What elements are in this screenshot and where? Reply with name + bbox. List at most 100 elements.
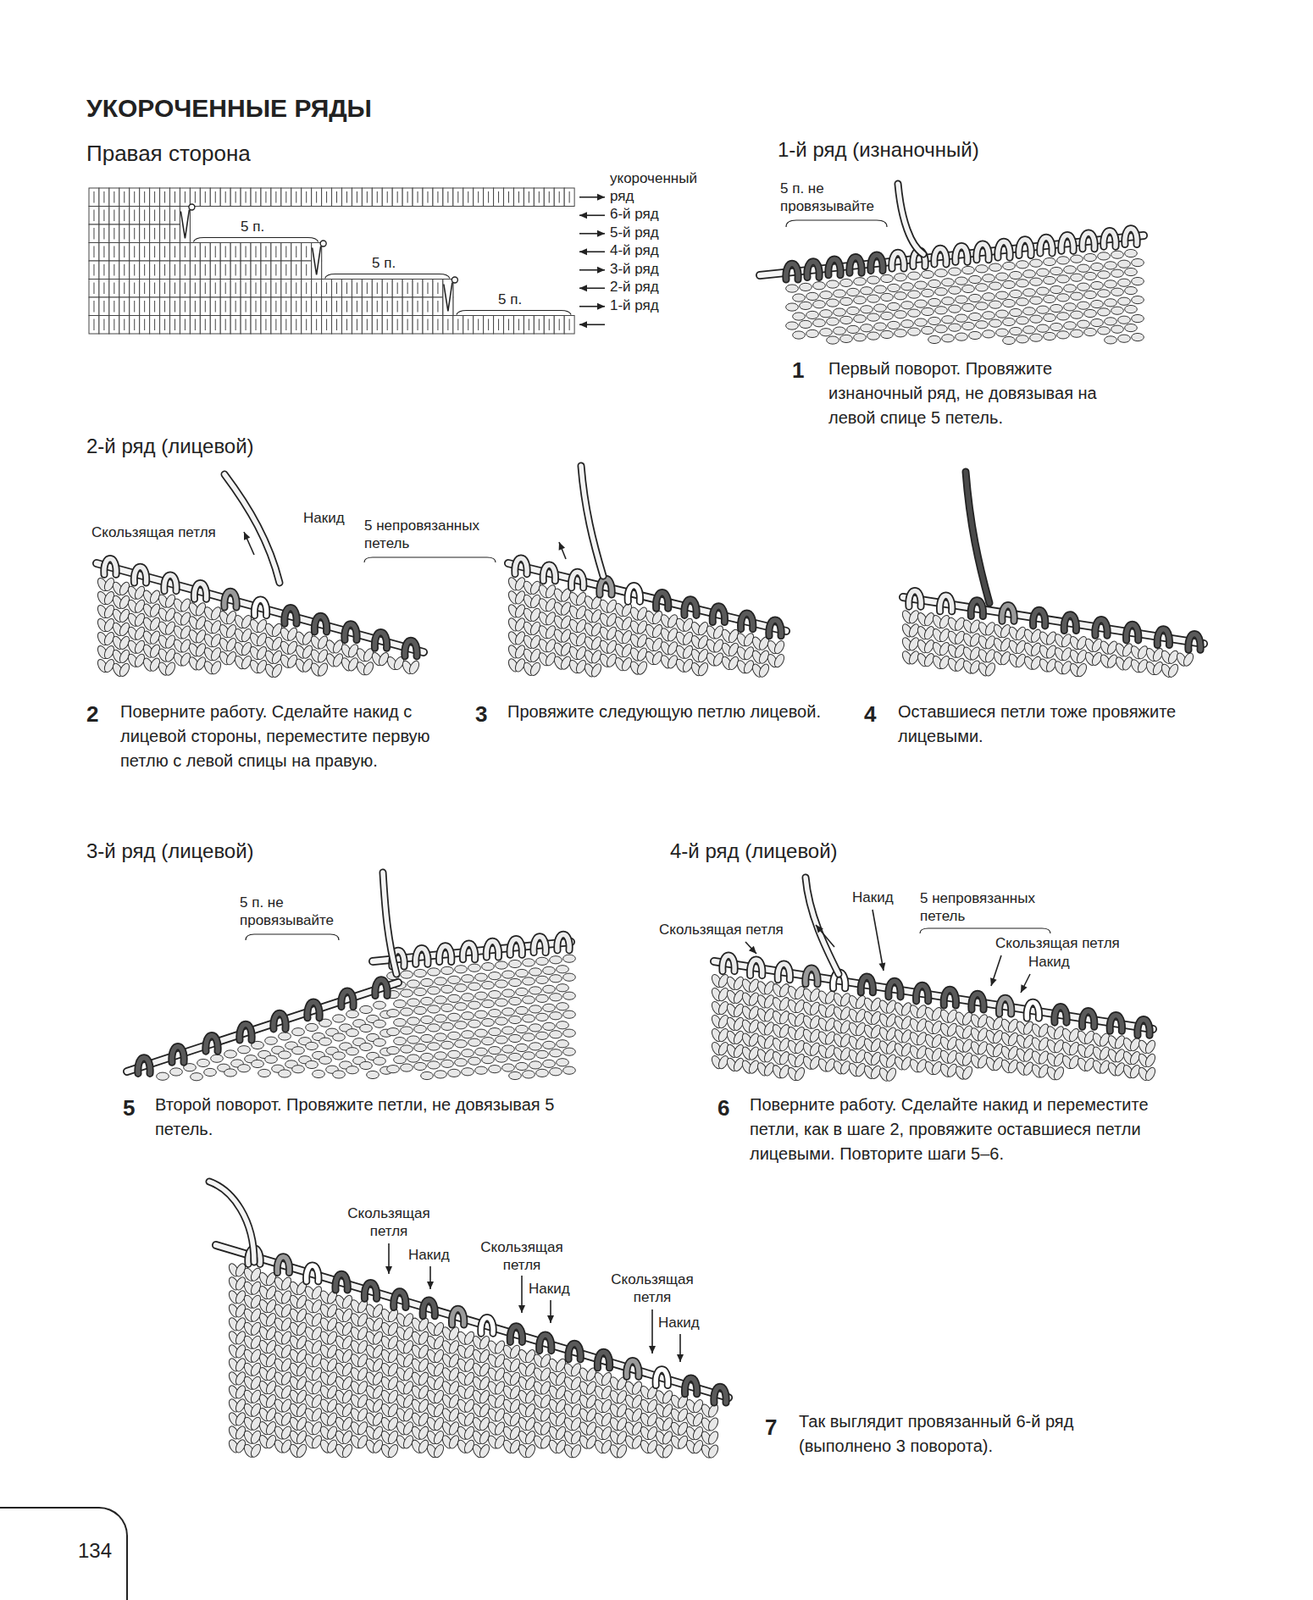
knit-symbol bbox=[235, 282, 237, 295]
knit-symbol bbox=[154, 191, 156, 204]
purl-bump bbox=[948, 304, 962, 313]
arrow-head bbox=[748, 946, 757, 954]
knit-symbol bbox=[407, 319, 409, 332]
purl-bump bbox=[1097, 308, 1111, 316]
purl-bump bbox=[366, 1070, 380, 1079]
chart-cell bbox=[139, 315, 150, 335]
chart-cell bbox=[301, 243, 312, 262]
purl-bump bbox=[502, 1063, 516, 1072]
knit-symbol bbox=[315, 282, 317, 295]
knit-symbol bbox=[123, 210, 125, 222]
knit-symbol bbox=[295, 300, 297, 313]
chart-cell bbox=[382, 297, 393, 316]
purl-bump bbox=[1057, 293, 1070, 302]
purl-bump bbox=[1063, 265, 1077, 274]
purl-bump bbox=[792, 293, 806, 302]
knit-stitch bbox=[407, 659, 422, 676]
purl-bump bbox=[1009, 308, 1023, 316]
purl-bump bbox=[874, 285, 887, 294]
chart-cell bbox=[230, 260, 241, 280]
stitch-loop bbox=[1040, 237, 1053, 254]
stitch-loop bbox=[254, 599, 266, 616]
arrow-head bbox=[1020, 984, 1028, 993]
stitch-loop bbox=[138, 1058, 150, 1075]
knit-symbol bbox=[376, 319, 378, 332]
chart-cell bbox=[382, 279, 393, 299]
purl-bump bbox=[536, 1050, 549, 1059]
knit-symbol bbox=[407, 191, 409, 204]
knit-symbol bbox=[336, 300, 338, 313]
purl-bump bbox=[867, 332, 881, 340]
chart-cell bbox=[260, 188, 272, 207]
purl-bump bbox=[969, 275, 982, 283]
stitch-loop bbox=[254, 599, 266, 616]
knit-symbol bbox=[204, 191, 206, 204]
knit-symbol bbox=[93, 282, 95, 295]
purl-bump bbox=[1118, 260, 1131, 268]
stitch-loop bbox=[860, 976, 873, 993]
purl-bump bbox=[488, 1047, 502, 1055]
knit-symbol bbox=[387, 319, 388, 332]
purl-bump bbox=[556, 965, 570, 974]
purl-bump bbox=[1023, 288, 1036, 297]
stitch-loop bbox=[284, 608, 297, 625]
knit-symbol bbox=[356, 282, 358, 295]
purl-bump bbox=[941, 297, 955, 305]
chart-cell bbox=[129, 315, 140, 335]
chart-cell bbox=[342, 297, 353, 316]
knit-symbol bbox=[103, 319, 105, 332]
knit-symbol bbox=[376, 191, 378, 204]
chart-cell bbox=[220, 260, 231, 280]
purl-bump bbox=[1030, 333, 1043, 342]
stitch-loop bbox=[344, 624, 357, 641]
knitting-needle bbox=[508, 563, 787, 632]
purl-bump bbox=[1002, 299, 1016, 307]
purl-bump bbox=[1070, 273, 1084, 282]
chart-cell bbox=[170, 315, 181, 335]
chart-cell bbox=[160, 243, 171, 262]
chart-cell bbox=[139, 279, 150, 299]
purl-bump bbox=[407, 1035, 421, 1044]
purl-bump bbox=[332, 1014, 346, 1023]
chart-cell bbox=[88, 224, 100, 244]
chart-cell bbox=[160, 260, 171, 280]
stitch-loop bbox=[415, 948, 428, 965]
knitting-needle bbox=[714, 961, 1153, 1030]
chart-cell bbox=[432, 315, 444, 335]
purl-bump bbox=[556, 1021, 570, 1030]
purl-bump bbox=[955, 277, 969, 285]
purl-bump bbox=[495, 1054, 509, 1063]
knit-symbol bbox=[315, 319, 317, 332]
stitch-loop bbox=[1137, 1019, 1150, 1036]
purl-bump bbox=[840, 278, 854, 287]
chart-cell bbox=[199, 279, 211, 299]
chart-cell bbox=[129, 243, 140, 262]
purl-bump bbox=[941, 315, 955, 324]
stitch-loop bbox=[533, 936, 546, 953]
purl-bump bbox=[894, 329, 908, 338]
purl-bump bbox=[996, 328, 1009, 337]
purl-bump bbox=[1009, 271, 1023, 279]
purl-bump bbox=[549, 1012, 563, 1020]
purl-bump bbox=[542, 1003, 556, 1012]
purl-bump bbox=[786, 303, 799, 311]
purl-bump bbox=[529, 1024, 543, 1032]
purl-bump bbox=[1131, 295, 1145, 304]
chart-cell bbox=[199, 243, 211, 262]
purl-bump bbox=[549, 993, 563, 1002]
stitch-brace bbox=[325, 274, 450, 279]
purl-bump bbox=[542, 1041, 556, 1049]
chart-cell bbox=[230, 297, 241, 316]
chart-cell bbox=[402, 279, 413, 299]
stitch-loop bbox=[1157, 629, 1169, 646]
stitch-loop bbox=[805, 968, 818, 985]
purl-bump bbox=[1104, 336, 1118, 344]
chart-cell bbox=[210, 297, 221, 316]
chart-cell bbox=[281, 297, 292, 316]
purl-bump bbox=[969, 312, 982, 321]
purl-bump bbox=[1131, 277, 1145, 285]
chart-cell bbox=[291, 243, 302, 262]
chart-cell bbox=[99, 297, 110, 316]
stitch-loop bbox=[976, 243, 989, 261]
knit-stitch bbox=[163, 660, 178, 677]
